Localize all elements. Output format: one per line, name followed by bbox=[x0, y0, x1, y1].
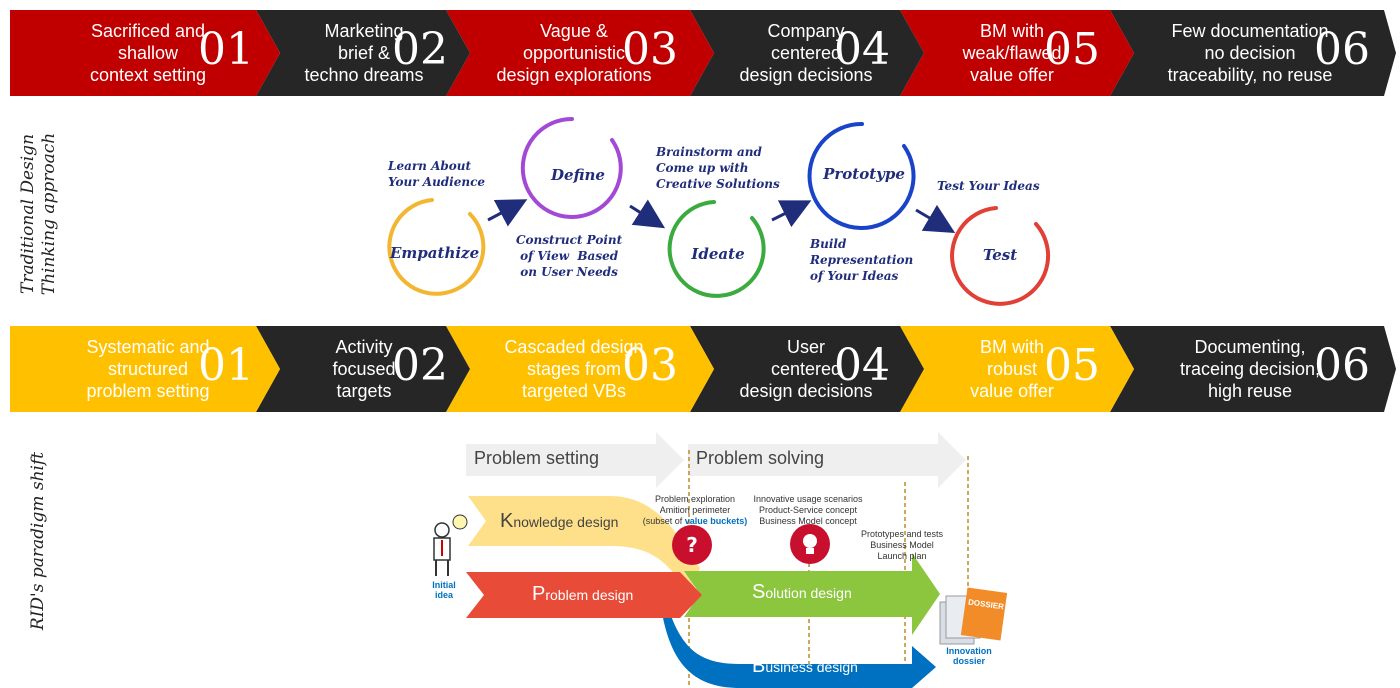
bottom-bar-segment-4-text: User centered design decisions bbox=[739, 337, 873, 401]
bottom-bar-segment-1 bbox=[10, 326, 280, 412]
problem-setting-label: Problem setting bbox=[474, 448, 600, 468]
stage-test: Test bbox=[982, 246, 1018, 264]
bottom-bar-segment-4-number: 04 bbox=[834, 340, 890, 391]
top-bar-segment-3-text: Vague & opportunistic design exploration… bbox=[496, 21, 652, 85]
bottom-bar-segment-6 bbox=[1110, 326, 1396, 412]
bottom-bar-segment-2-text: Activity focused targets bbox=[332, 337, 396, 401]
top-bar-segment-4 bbox=[690, 10, 924, 96]
innovation-dossier-label: Innovation dossier bbox=[946, 646, 992, 666]
bottom-bar-segment-2-number: 02 bbox=[392, 340, 448, 391]
empathize-circle bbox=[387, 198, 486, 296]
person-icon bbox=[433, 514, 468, 576]
note-innovative-usage: Innovative usage scenarios Product-Servi… bbox=[753, 494, 863, 526]
business-design-label: Business design bbox=[752, 655, 858, 677]
bottom-bar-segment-6-text: Documenting, traceing decision, high reu… bbox=[1179, 337, 1321, 401]
problem-band bbox=[466, 572, 702, 618]
initial-idea-label: Initial idea bbox=[432, 580, 456, 600]
note-brainstorm: Brainstorm and Come up with Creative Sol… bbox=[656, 145, 780, 191]
top-bar-segment-3-number: 03 bbox=[622, 24, 678, 75]
ideate-circle bbox=[667, 200, 766, 298]
bottom-bar-segment-4 bbox=[690, 326, 924, 412]
top-bar-segment-1 bbox=[10, 10, 280, 96]
note-construct: Construct Point of View Based on User Ne… bbox=[516, 233, 623, 279]
prototype-circle bbox=[807, 121, 916, 230]
note-learn: Learn About Your Audience bbox=[388, 159, 486, 189]
note-build: Build Representation of Your Ideas bbox=[810, 237, 914, 283]
stage-empathize: Empathize bbox=[390, 244, 480, 262]
problem-solving-arrow bbox=[688, 432, 966, 488]
top-bar-segment-4-number: 04 bbox=[834, 24, 890, 75]
bottom-bar-segment-5-number: 05 bbox=[1044, 340, 1100, 391]
solution-design-label: Solution design bbox=[752, 581, 852, 603]
question-icon: ? bbox=[686, 533, 698, 557]
bottom-bar-segment-5-text: BM with robust value offer bbox=[970, 337, 1054, 401]
bottom-bar-segment-3-number: 03 bbox=[622, 340, 678, 391]
bottom-bar-segment-1-number: 01 bbox=[198, 340, 254, 391]
top-bar-segment-1-text: Sacrificed and shallow context setting bbox=[89, 21, 207, 85]
note-test-ideas: Test Your Ideas bbox=[937, 179, 1040, 193]
top-bar-shapes bbox=[10, 10, 1396, 96]
arrow-empathize-define bbox=[487, 199, 528, 227]
top-bar-segment-4-text: Company centered design decisions bbox=[739, 21, 873, 85]
knowledge-band bbox=[468, 496, 700, 600]
bottom-bar-segment-5 bbox=[900, 326, 1134, 412]
question-badge bbox=[672, 525, 712, 565]
problem-solving-label: Problem solving bbox=[696, 448, 825, 468]
top-bar-segment-6 bbox=[1110, 10, 1396, 96]
top-bar-segment-2-number: 02 bbox=[392, 24, 448, 75]
problem-setting-arrow bbox=[466, 432, 684, 488]
note-prototypes: Prototypes and tests Business Model Laun… bbox=[860, 529, 944, 561]
business-band bbox=[660, 600, 936, 688]
bottom-bar-segment-1-text: Systematic and structured problem settin… bbox=[86, 337, 210, 401]
solution-band bbox=[684, 553, 940, 635]
bottom-bar-segment-2 bbox=[256, 326, 470, 412]
stage-prototype: Prototype bbox=[823, 165, 905, 183]
stage-ideate: Ideate bbox=[691, 245, 745, 263]
bulb-icon bbox=[803, 534, 817, 548]
bottom-bar-segment-3-text: Cascaded design stages from targeted VBs bbox=[504, 337, 644, 401]
top-bar-segment-5-number: 05 bbox=[1044, 24, 1100, 75]
bottom-bar-segment-6-number: 06 bbox=[1314, 340, 1370, 391]
test-circle bbox=[950, 206, 1051, 306]
arrow-prototype-test bbox=[915, 204, 956, 234]
top-bar-segment-5-text: BM with weak/flawed value offer bbox=[962, 21, 1062, 85]
problem-design-label: Problem design bbox=[532, 583, 634, 605]
top-bar-segment-6-number: 06 bbox=[1314, 24, 1370, 75]
bottom-bar-shapes bbox=[10, 326, 1396, 412]
top-bar-segment-3 bbox=[446, 10, 714, 96]
define-circle bbox=[520, 116, 623, 219]
top-bar-segment-6-text: Few documentation no decision traceabili… bbox=[1167, 21, 1333, 85]
top-bar-segment-1-number: 01 bbox=[198, 24, 254, 75]
top-bar-segment-5 bbox=[900, 10, 1134, 96]
note-problem-exploration: Problem exploration Amition perimeter (s… bbox=[642, 494, 748, 526]
dossier-icon bbox=[939, 587, 1008, 645]
bottom-bar-segment-3 bbox=[446, 326, 714, 412]
arrow-ideate-prototype bbox=[771, 200, 812, 228]
stage-define: Define bbox=[551, 166, 605, 184]
top-bar-segment-2-text: Marketing brief & techno dreams bbox=[304, 21, 424, 85]
top-bar-segment-2 bbox=[256, 10, 470, 96]
arrow-define-ideate bbox=[629, 199, 666, 229]
knowledge-design-label: Knowledge design bbox=[500, 510, 619, 532]
